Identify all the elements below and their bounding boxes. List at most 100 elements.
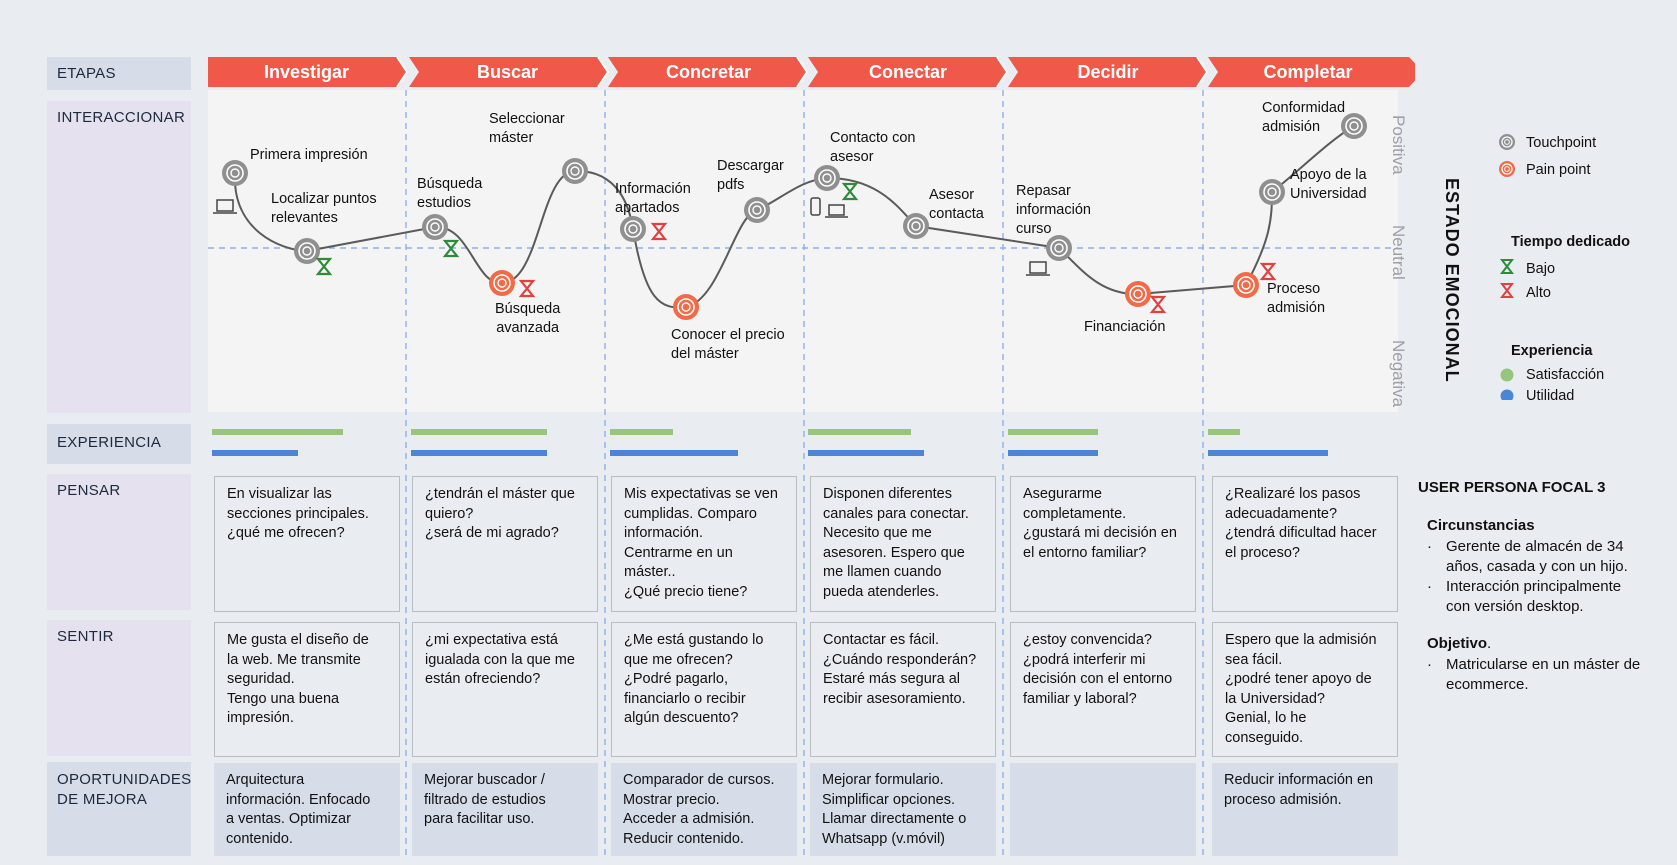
card-line: decisión con el entorno	[1023, 671, 1173, 687]
stage-conectar[interactable]: Conectar	[808, 57, 1008, 87]
touchpoint-icon[interactable]	[222, 160, 248, 186]
card-line: contenido.	[226, 830, 293, 847]
card-line: ¿tendrá dificultad hacer	[1225, 525, 1377, 541]
card-line: Espero que la admisión	[1225, 632, 1377, 648]
touchpoint-icon[interactable]	[1341, 113, 1367, 139]
satisfaction-bar	[411, 429, 547, 435]
card-line: Tengo una buena	[227, 690, 340, 707]
stage-divider	[396, 56, 409, 88]
card-line: Arquitectura	[226, 772, 305, 788]
pain-point-icon[interactable]	[1233, 272, 1259, 298]
card-line: ¿estoy convencida?	[1023, 632, 1152, 648]
utility-bar	[1208, 450, 1328, 456]
label-text: Seleccionar	[489, 111, 565, 127]
touchpoint-icon[interactable]	[620, 216, 646, 242]
touchpoint-icon[interactable]	[562, 158, 588, 184]
laptop-icon	[1026, 261, 1050, 276]
hourglass-high-icon	[650, 222, 668, 241]
label-text: apartados	[615, 200, 680, 216]
utility-bar	[808, 450, 924, 456]
utility-bar	[212, 450, 298, 456]
card-line: Asegurarme	[1023, 486, 1102, 502]
touchpoint-icon[interactable]	[1046, 235, 1072, 261]
stage-arrow-shape	[1208, 57, 1415, 87]
card-line: ¿podrá interferir mi	[1023, 651, 1146, 668]
card-line: máster..	[624, 564, 676, 580]
satisfaction-bar	[1208, 429, 1240, 435]
stage-buscar[interactable]: Buscar	[409, 57, 606, 87]
axis-negative: Negativa	[1388, 340, 1408, 407]
card-line: En visualizar las	[227, 486, 332, 502]
hourglass-high-icon	[518, 279, 536, 298]
stage-concretar[interactable]: Concretar	[610, 57, 807, 87]
persona-text: USER PERSONA FOCAL 3	[1418, 479, 1606, 496]
card-line: canales para conectar.	[823, 505, 969, 522]
satisfaction-bar	[1008, 429, 1098, 435]
stage-arrow-shape	[409, 57, 609, 87]
stage-label: Completar	[1263, 61, 1353, 82]
pain-point-icon[interactable]	[1125, 281, 1151, 307]
card-line: algún descuento?	[624, 710, 739, 726]
row-label-text: ETAPAS	[57, 65, 116, 82]
legend-text: Tiempo dedicado	[1511, 234, 1630, 250]
label-text: Contacto con	[830, 130, 916, 146]
label-text: Localizar puntos	[271, 191, 377, 207]
stage-arrows	[208, 56, 1415, 88]
card-line: filtrado de estudios	[424, 791, 546, 808]
card-line: completamente.	[1023, 505, 1127, 522]
bullet-glyph: ·	[1427, 578, 1432, 595]
touchpoint-icon[interactable]	[903, 213, 929, 239]
card-line: Reducir contenido.	[623, 830, 744, 847]
label-text: admisión	[1267, 300, 1326, 316]
card-line: recibir asesoramiento.	[823, 690, 966, 707]
card-line: ¿Cuándo responderán?	[823, 651, 977, 668]
card-line: a ventas. Optimizar	[226, 811, 351, 827]
hourglass-low-icon	[442, 239, 460, 258]
persona-text: Interacción principalmente	[1446, 578, 1622, 595]
persona-text: Matricularse en un máster de	[1446, 656, 1641, 673]
oportunidad-card: Comparador de cursos.Mostrar precio.Acce…	[611, 763, 797, 856]
laptop-icon	[213, 199, 237, 214]
card-line: Mejorar buscador /	[424, 772, 545, 788]
card-line: igualada con la que me	[425, 651, 575, 668]
label-text: Proceso	[1267, 281, 1321, 297]
card-line: conseguido.	[1225, 729, 1304, 746]
label-text: Conformidad	[1262, 100, 1346, 116]
pain-point-icon[interactable]	[489, 270, 515, 296]
card-line: están ofreciendo?	[425, 671, 541, 687]
utility-bar	[411, 450, 547, 456]
stage-label: Conectar	[868, 61, 948, 82]
row-label-pensar: PENSAR	[47, 474, 191, 610]
persona-bullet: ·	[1427, 537, 1432, 557]
touchpoint-icon[interactable]	[294, 238, 320, 264]
hourglass-high-icon	[1499, 283, 1515, 298]
stage-decidir[interactable]: Decidir	[1008, 57, 1208, 87]
legend-text: Pain point	[1526, 162, 1591, 178]
card-line: Whatsapp (v.móvil)	[822, 830, 946, 847]
card-line: Acceder a admisión.	[623, 811, 755, 827]
pain-point-icon[interactable]	[673, 294, 699, 320]
touchpoint-icon[interactable]	[814, 165, 840, 191]
stage-investigar[interactable]: Investigar	[208, 57, 405, 87]
axis-text: Neutral	[1389, 225, 1408, 280]
touchpoint-icon[interactable]	[422, 214, 448, 240]
label-proceso-admision: Proceso admisión	[1267, 280, 1325, 318]
satisfaction-bar	[212, 429, 343, 435]
card-line: ¿podré tener apoyo de	[1225, 671, 1372, 687]
card-line: ¿Realizaré los pasos	[1225, 486, 1361, 502]
touchpoint-icon[interactable]	[1259, 179, 1285, 205]
row-label-sentir: SENTIR	[47, 620, 191, 756]
legend-alto: Alto	[1526, 285, 1551, 301]
label-text: relevantes	[271, 210, 338, 226]
touchpoint-icon[interactable]	[744, 197, 770, 223]
stage-completar[interactable]: Completar	[1208, 57, 1408, 87]
